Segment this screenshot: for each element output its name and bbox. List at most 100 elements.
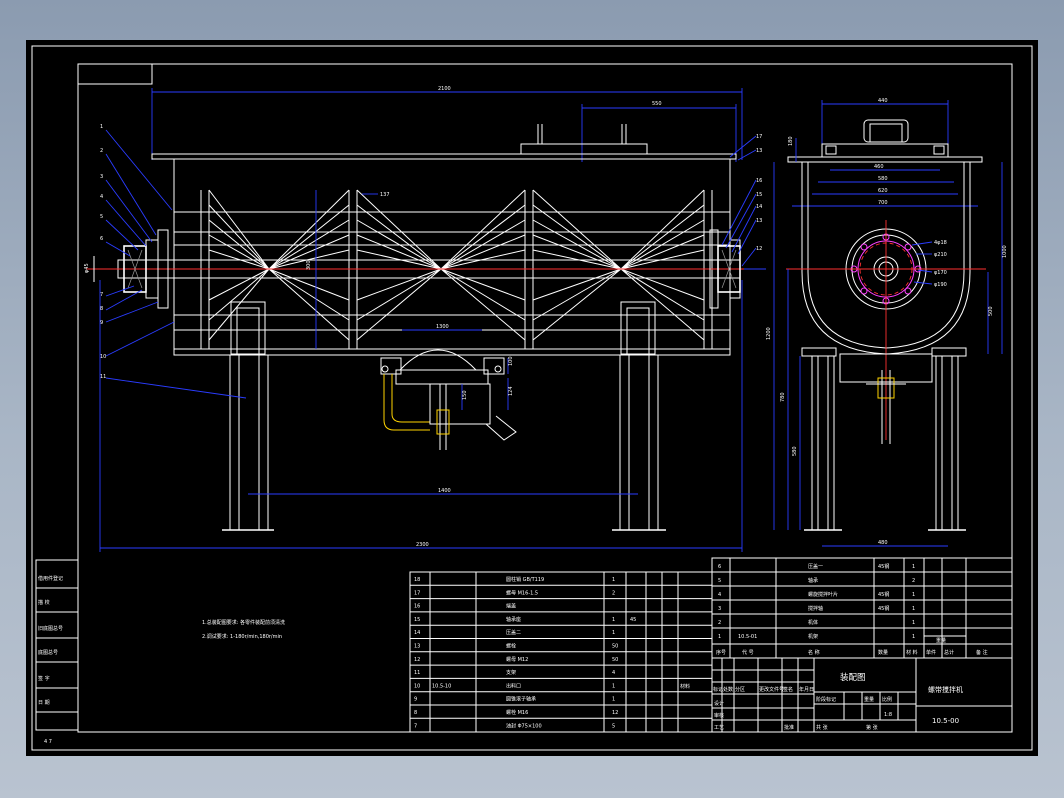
dim-bolt-holes: 4φ18 <box>934 240 947 246</box>
dim-side-height: 100 <box>508 356 514 366</box>
rev-row: 底图总号 <box>38 649 58 656</box>
part-no: 11 <box>414 670 420 676</box>
parts-header-cell: 备 注 <box>976 649 988 656</box>
part-material: 45钢 <box>878 605 889 612</box>
revision-block: 借用件登记 描 校 旧底图总号 底图总号 签 字 日 期 4 7 <box>35 559 79 745</box>
note-line: 2.调试要求: 1-180r/min,180r/min <box>202 633 282 640</box>
front-view: 2100 550 <box>84 86 766 552</box>
part-no: 6 <box>718 564 721 570</box>
part-qty: 1 <box>912 620 915 626</box>
callout-left: 6 <box>100 236 103 242</box>
callout-left: 5 <box>100 214 103 220</box>
tb-company: 装配图 <box>840 672 866 683</box>
tb-label: 签名 <box>783 686 793 693</box>
part-name: 圆柱销 GB/T119 <box>506 576 544 583</box>
part-material: 45钢 <box>878 563 889 570</box>
sheet-code: 4 7 <box>44 739 52 745</box>
part-no: 14 <box>414 630 420 636</box>
callout-right: 14 <box>756 204 762 210</box>
inner-border <box>77 63 1013 733</box>
callout-right: 13 <box>756 218 762 224</box>
title-block <box>711 657 1013 733</box>
part-no: 4 <box>718 592 721 598</box>
part-qty: 4 <box>612 670 615 676</box>
part-qty: 1 <box>612 617 615 623</box>
callout-right: 13 <box>756 148 762 154</box>
part-material: 45钢 <box>878 591 889 598</box>
part-qty: 12 <box>612 710 618 716</box>
part-name: 油封 Φ75×100 <box>506 722 542 729</box>
part-qty: 50 <box>612 644 618 650</box>
part-name: 端盖 <box>506 603 516 610</box>
drawing-sheet: 2100 550 <box>31 45 1033 751</box>
tb-label: 年月日 <box>799 686 814 693</box>
part-no: 10 <box>414 683 420 689</box>
callout-right: 16 <box>756 178 762 184</box>
dim-top-h: 180 <box>788 136 794 146</box>
part-no: 13 <box>414 644 420 650</box>
part-name: 压盖二 <box>506 629 521 636</box>
part-no: 9 <box>414 697 417 703</box>
tb-label: 处数 <box>723 686 733 693</box>
tb-process: 工艺 <box>714 725 724 731</box>
dim-inner-d: 700 <box>878 200 888 206</box>
part-qty: 50 <box>612 657 618 663</box>
dim-bolt-circle: φ210 <box>934 252 947 258</box>
part-qty: 1 <box>912 634 915 640</box>
rev-row: 日 期 <box>38 700 50 706</box>
part-no: 7 <box>414 723 417 729</box>
tb-check: 审核 <box>714 712 724 719</box>
rev-row: 旧底图总号 <box>38 625 63 632</box>
tb-design: 设计 <box>714 700 724 707</box>
part-qty: 1 <box>912 606 915 612</box>
tb-stage: 阶段标记 <box>816 696 836 703</box>
part-qty: 5 <box>612 723 615 729</box>
dim-bolt-inner: φ170 <box>934 270 947 276</box>
tb-label: 标记 <box>713 686 723 693</box>
part-name: 螺母 M16-1.5 <box>506 589 538 596</box>
callout-left: 9 <box>100 320 103 326</box>
cad-viewport[interactable]: 2100 550 <box>26 40 1038 756</box>
parts-header-cell: 代 号 <box>742 649 754 656</box>
rev-row: 签 字 <box>38 675 50 682</box>
drawing-name: 螺带搅拌机 <box>928 685 963 694</box>
part-no: 16 <box>414 604 420 610</box>
dim-flange: 550 <box>652 101 662 107</box>
material-label: 材料 <box>680 683 690 690</box>
part-name: 螺栓 <box>506 643 516 650</box>
part-no: 15 <box>414 617 420 623</box>
callout-left: 8 <box>100 306 103 312</box>
note-line: 1.总装配图要求: 各零件装配前须清洗 <box>202 619 285 626</box>
part-code: 10.5-01 <box>738 634 757 640</box>
parts-header-cell: 序号 <box>716 649 726 656</box>
part-no: 3 <box>718 606 721 612</box>
part-no: 8 <box>414 710 417 716</box>
part-name: 螺旋搅拌叶片 <box>808 591 838 598</box>
part-qty: 1 <box>612 630 615 636</box>
parts-header-cell: 总计 <box>944 649 954 656</box>
dim-leg-height: 580 <box>792 446 798 456</box>
callout-left: 4 <box>100 194 103 200</box>
part-qty: 1 <box>612 683 615 689</box>
dim-inner-a: 460 <box>874 164 884 170</box>
part-name: 搅拌轴 <box>808 605 823 612</box>
part-name: 机架 <box>808 633 818 640</box>
part-code: 10.5-10 <box>432 683 451 689</box>
tb-ratio: 比例 <box>882 696 892 703</box>
dim-height-axis: 780 <box>780 392 786 402</box>
callout-left: 2 <box>100 148 103 154</box>
part-qty: 1 <box>912 564 915 570</box>
dim-base-length: 2300 <box>416 542 429 548</box>
dim-side: 1000 <box>1002 245 1008 258</box>
part-name: 圆锥滚子轴承 <box>506 696 536 703</box>
part-qty: 2 <box>912 578 915 584</box>
parts-header-cell: 材 料 <box>906 649 918 656</box>
dim-total-length: 2100 <box>438 86 451 92</box>
dim-outlet-height: 150 <box>462 390 468 400</box>
dim-shaft-dia: φ45 <box>84 263 90 273</box>
part-no: 2 <box>718 620 721 626</box>
parts-list-left <box>409 571 713 733</box>
side-view: 440 180 460 580 620 700 <box>766 98 1008 547</box>
